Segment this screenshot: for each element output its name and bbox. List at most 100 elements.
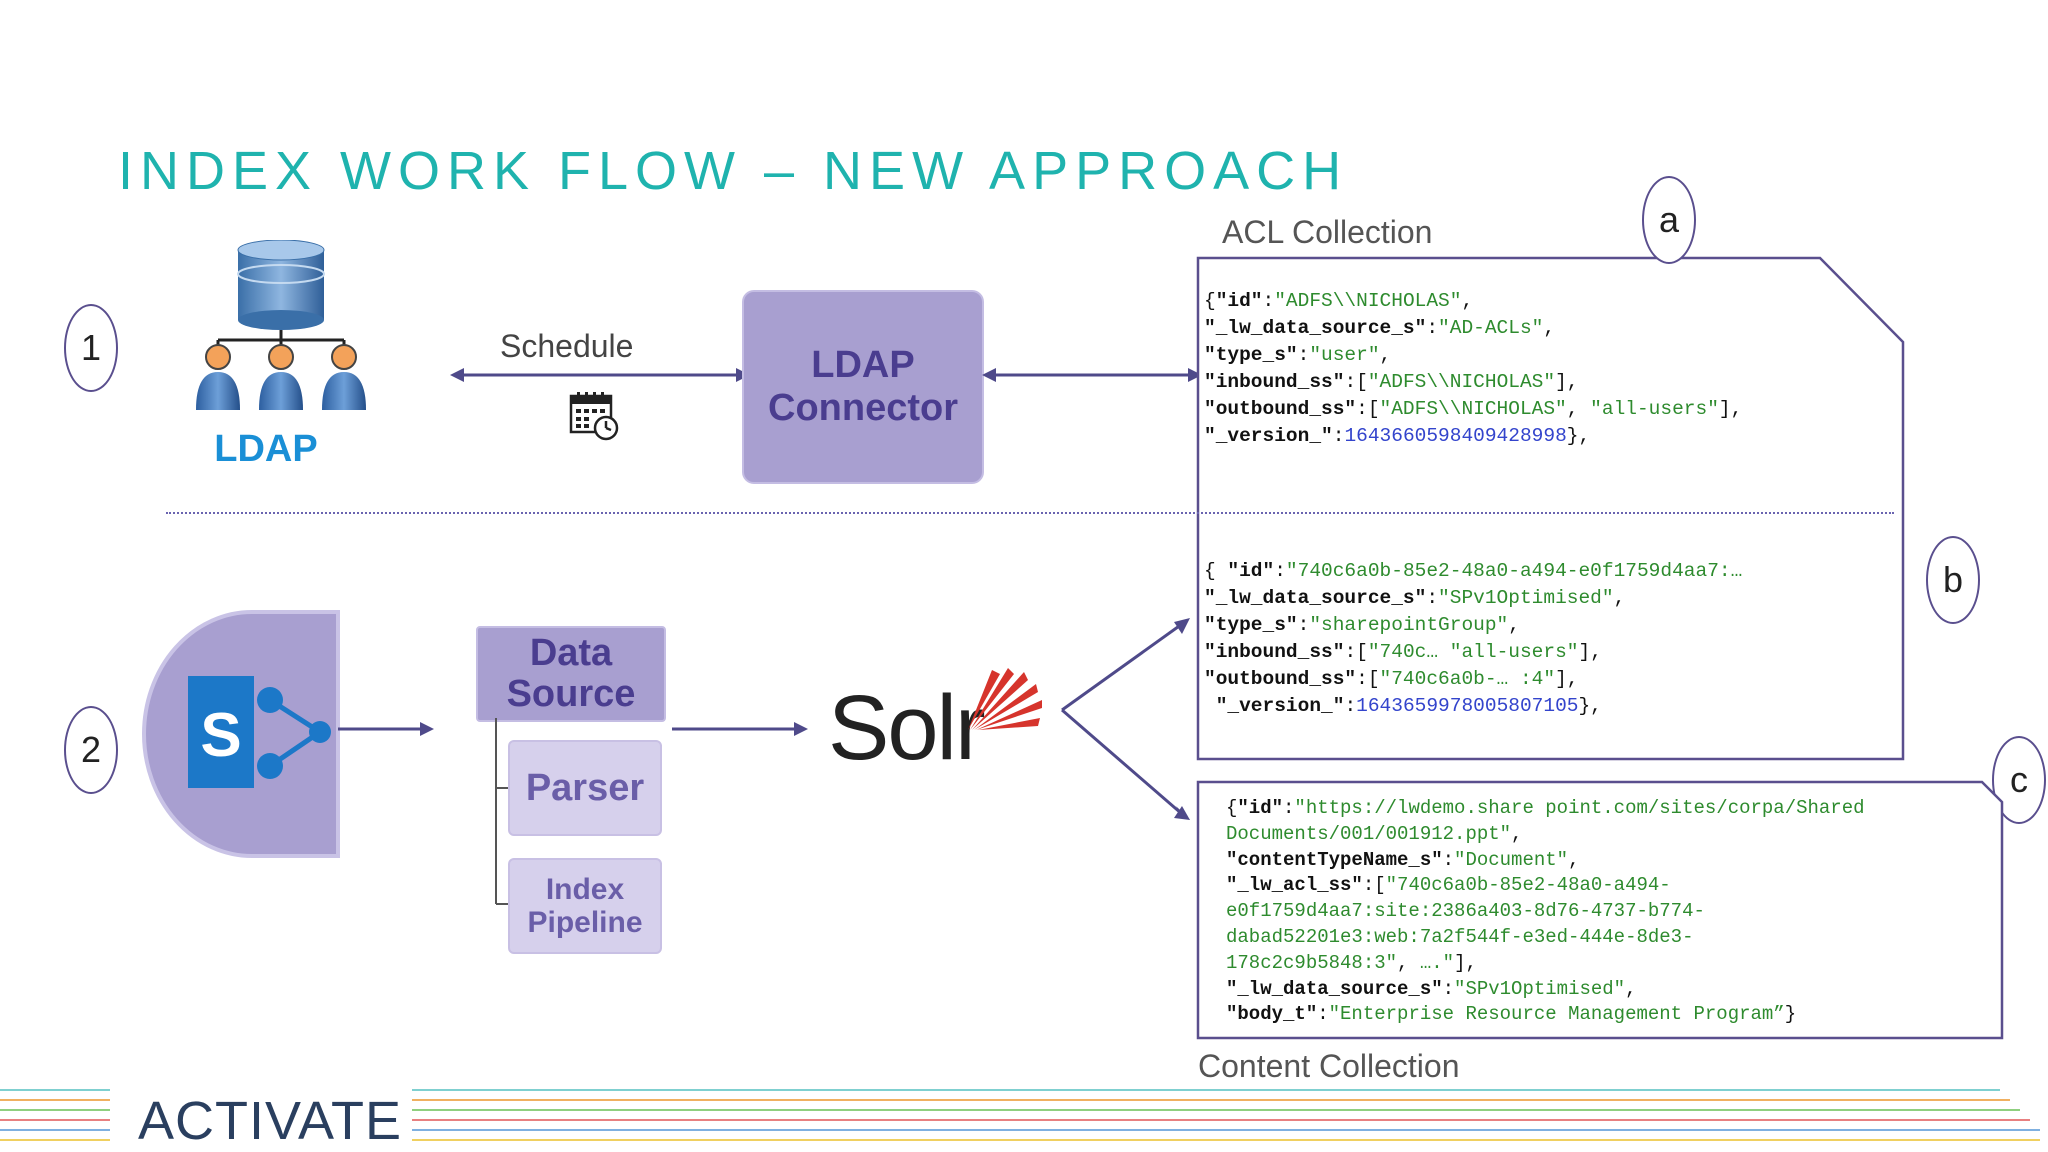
json-token: : — [1332, 425, 1345, 447]
json-token: : — [1262, 290, 1275, 312]
json-token: { — [1226, 797, 1238, 819]
json-token: , — [1543, 317, 1556, 339]
json-token: "_version_" — [1204, 425, 1333, 447]
json-line: "inbound_ss":["740c… "all-users"], — [1204, 639, 1742, 666]
json-token: : — [1317, 1003, 1329, 1026]
json-token: : — [1442, 848, 1455, 871]
json-token: , — [1625, 977, 1637, 1000]
slide-title: INDEX WORK FLOW – NEW APPROACH — [118, 141, 1349, 201]
json-token: "_lw_data_source_s" — [1226, 977, 1443, 1000]
solr-logo-text: Solr — [828, 677, 986, 779]
json-line: { "id":"740c6a0b-85e2-48a0-a494-e0f1759d… — [1204, 558, 1742, 585]
json-token: , — [1508, 614, 1520, 636]
sharepoint-to-datasource-arrow — [338, 722, 434, 736]
json-token: { — [1204, 290, 1216, 312]
solr-fork-arrows — [1061, 618, 1190, 820]
json-token: "id" — [1227, 560, 1275, 582]
json-token: "id" — [1237, 797, 1284, 819]
json-token: ], — [1718, 398, 1743, 420]
marker-a: a — [1642, 176, 1696, 264]
json-line: "_lw_data_source_s":"AD-ACLs", — [1204, 315, 1742, 342]
json-token: "_lw_data_source_s" — [1204, 587, 1427, 609]
json-line: dabad52201e3:web:7a2f544f-e3ed-444e-8de3… — [1226, 925, 1865, 951]
json-token: , — [1379, 344, 1392, 366]
json-token: "740c6a0b-85e2-48a0-a494-e0f1759d4aa7:… — [1285, 560, 1743, 582]
acl-collection-panel — [1196, 256, 1905, 761]
json-token: , — [1397, 951, 1420, 974]
json-token: 178c2c9b5848:3" — [1226, 951, 1398, 974]
json-line: {"id":"ADFS\\NICHOLAS", — [1204, 288, 1742, 315]
marker-b: b — [1926, 536, 1980, 624]
svg-text:S: S — [200, 701, 241, 770]
json-token: , — [1568, 848, 1580, 871]
schedule-label: Schedule — [500, 328, 634, 364]
json-line: "_version_":1643659978005807105}, — [1204, 693, 1742, 720]
json-line: "type_s":"sharepointGroup", — [1204, 612, 1742, 639]
json-token: :[ — [1344, 641, 1368, 663]
json-line: 178c2c9b5848:3", …."], — [1226, 951, 1865, 977]
json-line: {"id":"https://lwdemo.share point.com/si… — [1226, 796, 1865, 822]
json-line: "_lw_acl_ss":["740c6a0b-85e2-48a0-a494- — [1226, 873, 1865, 899]
step-marker-2: 2 — [64, 706, 118, 794]
json-token: "ADFS\\NICHOLAS" — [1274, 290, 1462, 312]
json-token: "Enterprise Resource Management Program” — [1328, 1003, 1785, 1026]
json-token: "ADFS\\NICHOLAS" — [1367, 371, 1556, 393]
json-line: "type_s":"user", — [1204, 342, 1742, 369]
ldap-connector-box: LDAP Connector — [742, 290, 984, 484]
json-token: "AD-ACLs" — [1438, 317, 1544, 339]
json-token: "SPv1Optimised" — [1438, 587, 1614, 609]
json-token: "inbound_ss" — [1204, 371, 1345, 393]
connector-to-acl-arrow — [982, 368, 1202, 382]
json-line: Documents/001/001912.ppt", — [1226, 822, 1865, 848]
json-token: , — [1566, 398, 1591, 420]
json-token: "740c6a0b-… :4" — [1379, 668, 1556, 690]
acl-collection-label: ACL Collection — [1222, 214, 1433, 250]
footer-stripes — [0, 1089, 2040, 1141]
content-record-document: {"id":"https://lwdemo.share point.com/si… — [1226, 796, 1865, 1028]
content-collection-label: Content Collection — [1198, 1048, 1460, 1084]
json-token: : — [1344, 695, 1357, 717]
json-token: : — [1283, 797, 1295, 819]
json-token: }, — [1578, 695, 1602, 717]
parser-box: Parser — [508, 740, 662, 836]
data-source-line1: Data — [529, 632, 613, 674]
json-token: "body_t" — [1226, 1003, 1318, 1026]
json-token: "outbound_ss" — [1204, 398, 1357, 420]
json-line: "contentTypeName_s":"Document", — [1226, 848, 1865, 874]
ldap-directory-icon — [196, 240, 366, 410]
json-token: "sharepointGroup" — [1309, 614, 1509, 636]
sharepoint-icon: S — [142, 610, 340, 858]
section-divider — [166, 512, 1894, 514]
data-source-line2: Source — [506, 673, 636, 715]
json-token: "type_s" — [1204, 344, 1298, 366]
json-token: "outbound_ss" — [1204, 668, 1357, 690]
json-token: }, — [1566, 425, 1591, 447]
ldap-connector-line2: Connector — [768, 387, 958, 429]
json-line: "inbound_ss":["ADFS\\NICHOLAS"], — [1204, 369, 1742, 396]
json-line: "_lw_data_source_s":"SPv1Optimised", — [1226, 977, 1865, 1003]
calendar-clock-icon — [569, 392, 619, 441]
json-token: : — [1274, 560, 1286, 582]
index-pipeline-line1: Index — [545, 873, 625, 906]
ldap-label: LDAP — [214, 428, 318, 470]
pipeline-to-solr-arrow — [672, 722, 808, 736]
json-token: : — [1426, 587, 1439, 609]
json-token: "_lw_acl_ss" — [1226, 874, 1363, 897]
json-token: "https://lwdemo.share point.com/sites/co… — [1294, 797, 1865, 819]
json-token: 1643659978005807105 — [1356, 695, 1579, 717]
json-token: "_lw_data_source_s" — [1204, 317, 1427, 339]
json-token: : — [1426, 317, 1439, 339]
json-token: : — [1297, 344, 1310, 366]
json-token: ], — [1555, 668, 1579, 690]
json-token: "all-users" — [1590, 398, 1719, 420]
json-token: , — [1511, 822, 1523, 845]
json-line: "_lw_data_source_s":"SPv1Optimised", — [1204, 585, 1742, 612]
json-token: "all-users" — [1449, 641, 1579, 663]
acl-record-user: {"id":"ADFS\\NICHOLAS","_lw_data_source_… — [1204, 288, 1742, 450]
ldap-connector-line1: LDAP — [811, 344, 915, 386]
json-token: "740c6a0b-85e2-48a0-a494- — [1385, 874, 1671, 897]
schedule-arrow — [450, 368, 750, 382]
json-token: 1643660598409428998 — [1344, 425, 1567, 447]
index-pipeline-line2: Pipeline — [527, 906, 643, 939]
pipeline-tree-lines — [495, 718, 510, 905]
